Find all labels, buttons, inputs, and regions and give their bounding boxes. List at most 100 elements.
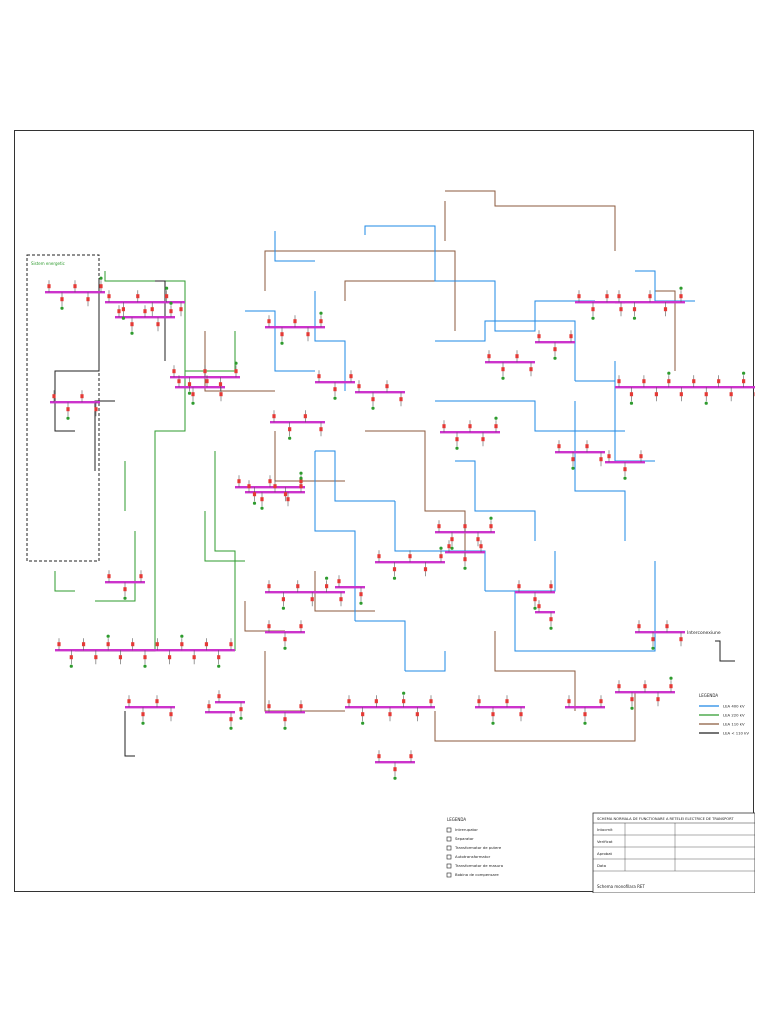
breaker-143 <box>388 712 392 717</box>
breaker-106 <box>537 604 541 609</box>
line-220kv-5 <box>95 531 136 602</box>
breaker-154 <box>617 684 621 689</box>
line-220kv-1 <box>104 271 186 371</box>
line-400kv-5 <box>435 400 625 432</box>
transformer-62 <box>591 316 595 320</box>
breaker-115 <box>359 592 363 597</box>
symbol-icon-4 <box>446 854 452 860</box>
line-lv-2 <box>155 280 166 361</box>
transformer-107 <box>549 626 553 630</box>
enclosure-label: Sistem energetic <box>31 261 65 266</box>
breaker-96 <box>623 467 627 472</box>
breaker-51 <box>299 484 303 489</box>
busbar-23 <box>535 611 555 614</box>
breaker-113 <box>339 597 343 602</box>
transformer-117 <box>69 664 73 668</box>
breaker-152 <box>583 712 587 717</box>
breaker-180 <box>463 557 467 562</box>
line-legend-title: LEGENDA <box>699 693 718 698</box>
breaker-59 <box>481 437 485 442</box>
interconnection-label: Interconexiune <box>687 630 721 636</box>
breaker-45 <box>333 387 337 392</box>
breaker-126 <box>180 642 184 647</box>
symbol-label-4: Autotransformator <box>455 854 491 859</box>
line-400kv-19 <box>405 651 446 672</box>
title-block: SCHEMA NORMALA DE FUNCTIONARE A RETELEI … <box>592 812 756 894</box>
symbols-legend-title: LEGENDA <box>447 817 466 822</box>
busbar-18 <box>485 361 535 364</box>
line-400kv-16 <box>574 401 626 541</box>
transformer-167 <box>392 576 397 580</box>
breaker-138 <box>283 717 287 722</box>
breaker-84 <box>648 294 652 299</box>
transformer-83 <box>632 316 637 320</box>
breaker-12 <box>117 309 121 314</box>
busbar-19 <box>555 451 605 454</box>
breaker-150 <box>519 712 523 717</box>
breaker-41 <box>288 427 292 432</box>
breaker-141 <box>361 712 365 717</box>
breaker-42 <box>303 414 307 419</box>
symbol-icon-3 <box>446 845 452 851</box>
busbar-38 <box>215 701 245 704</box>
line-400kv-12 <box>245 310 315 372</box>
line-400kv-1 <box>364 225 496 296</box>
breaker-14 <box>143 309 147 314</box>
breaker-108 <box>267 584 271 589</box>
breaker-5 <box>99 284 103 289</box>
breaker-175 <box>239 707 243 712</box>
breaker-124 <box>155 642 159 647</box>
transformer-88 <box>501 376 505 380</box>
transformer-78 <box>742 371 746 375</box>
line-110kv-5 <box>204 331 275 392</box>
transformer-39 <box>299 471 303 475</box>
breaker-82 <box>617 294 621 299</box>
line-400kv-7 <box>394 501 486 591</box>
breaker-134 <box>169 712 173 717</box>
breaker-140 <box>347 699 351 704</box>
breaker-146 <box>429 699 433 704</box>
breaker-89 <box>515 354 519 359</box>
breaker-122 <box>131 642 135 647</box>
breaker-21 <box>234 369 238 374</box>
line-lv-4 <box>124 711 135 757</box>
transformer-48 <box>260 506 264 510</box>
busbar-14 <box>575 301 625 304</box>
breaker-47 <box>247 484 251 489</box>
busbar-2 <box>105 301 185 304</box>
breaker-130 <box>229 642 233 647</box>
transformer-163 <box>651 646 655 650</box>
line-220kv-9 <box>204 511 245 562</box>
breaker-144 <box>402 699 406 704</box>
breaker-20 <box>218 382 223 387</box>
breaker-112 <box>325 584 329 589</box>
line-110kv-12 <box>494 631 576 711</box>
transformer-75 <box>704 401 708 405</box>
breaker-2 <box>60 297 64 302</box>
breaker-57 <box>455 437 459 442</box>
breaker-74 <box>692 379 696 384</box>
breaker-169 <box>423 567 428 572</box>
transformer-13 <box>130 331 134 335</box>
transformer-92 <box>571 466 575 470</box>
breaker-3 <box>73 284 77 289</box>
transformer-152 <box>583 721 587 725</box>
breaker-27 <box>66 407 70 412</box>
breaker-28 <box>80 394 84 399</box>
transformer-144 <box>402 691 406 695</box>
breaker-173 <box>139 574 143 579</box>
transformer-23 <box>191 401 195 405</box>
breaker-70 <box>642 379 646 384</box>
breaker-23 <box>191 392 195 397</box>
breaker-83 <box>632 307 637 312</box>
title-block-footer: Schema monofilara RET <box>597 884 645 889</box>
busbar-27 <box>125 706 175 709</box>
breaker-54 <box>385 384 389 389</box>
breaker-87 <box>487 354 491 359</box>
breaker-153 <box>599 699 603 704</box>
transformer-21 <box>234 361 238 365</box>
lines-220kv <box>54 271 245 652</box>
line-lv-1 <box>54 281 100 432</box>
breaker-79 <box>754 392 758 397</box>
